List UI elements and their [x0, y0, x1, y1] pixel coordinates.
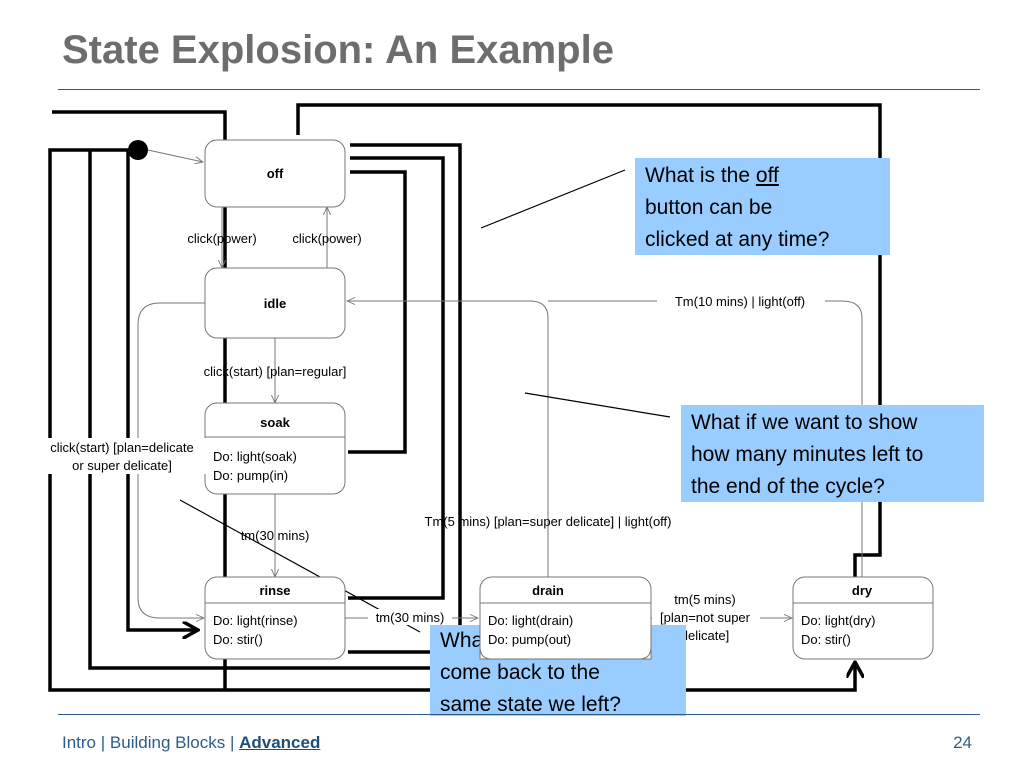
- state-off: off: [204, 139, 346, 208]
- footer-divider: [58, 714, 980, 715]
- dry-to-idle-edge: [548, 300, 863, 577]
- callout-off-button-text-2: button can be: [645, 196, 773, 219]
- label-dry-to-idle: Tm(10 mins) | light(off): [675, 294, 805, 309]
- callout-come-back-text-3: same state we left?: [440, 693, 621, 716]
- label-idle-to-rinse-line1: click(start) [plan=delicate: [50, 440, 193, 455]
- state-drain-name: drain: [532, 583, 564, 598]
- state-idle-name: idle: [264, 296, 286, 311]
- callout-off-button-text-1: What is the: [645, 164, 756, 187]
- slide-title: State Explosion: An Example: [62, 28, 614, 72]
- rinse-entry-edge: [126, 150, 198, 630]
- outer-left-loop-edge: [52, 110, 227, 690]
- footer-link-intro[interactable]: Intro: [62, 733, 97, 752]
- soak-activity-1: Do: light(soak): [213, 449, 297, 464]
- callout-come-back-text-2: come back to the: [440, 661, 600, 684]
- state-off-name: off: [267, 166, 284, 181]
- callout-minutes-left-text-2: how many minutes left to: [691, 443, 924, 466]
- label-rinse-to-drain: tm(30 mins): [376, 610, 445, 625]
- callout-off-button-text-3: clicked at any time?: [645, 228, 830, 251]
- rinse-return-edge: [348, 156, 445, 600]
- callout-minutes-left-text-1: What if we want to show: [691, 411, 918, 434]
- thick-off-transitions: [48, 103, 882, 692]
- soak-to-off-edge: [348, 170, 407, 454]
- state-soak: soak Do: light(soak) Do: pump(in): [204, 402, 346, 495]
- label-idle-to-off: click(power): [292, 231, 361, 246]
- initial-to-dry-edge: [48, 148, 855, 692]
- rinse-activity-1: Do: light(rinse): [213, 613, 298, 628]
- page-number: 24: [953, 733, 972, 752]
- footer-separator-2: |: [229, 733, 235, 752]
- state-dry: dry Do: light(dry) Do: stir(): [792, 576, 934, 660]
- state-soak-name: soak: [260, 415, 290, 430]
- callout-minutes-left-text-3: the end of the cycle?: [691, 475, 885, 498]
- label-drain-to-dry-line1: tm(5 mins): [674, 592, 735, 607]
- soak-activity-2: Do: pump(in): [213, 468, 288, 483]
- rinse-to-off-edge: [348, 143, 462, 654]
- footer-separator-1: |: [100, 733, 106, 752]
- footer-link-advanced[interactable]: Advanced: [239, 733, 321, 752]
- dry-activity-2: Do: stir(): [801, 632, 851, 647]
- label-idle-to-soak: click(start) [plan=regular]: [204, 364, 347, 379]
- label-soak-to-rinse: tm(30 mins): [241, 528, 310, 543]
- state-rinse: rinse Do: light(rinse) Do: stir(): [204, 576, 346, 660]
- drain-loop-edge: [88, 150, 550, 670]
- dry-to-off-edge: [296, 103, 882, 580]
- drain-to-idle-edge: [347, 301, 549, 577]
- state-dry-name: dry: [852, 583, 873, 598]
- callout-come-back: What if we want to come back to the same…: [430, 625, 686, 716]
- rinse-activity-2: Do: stir(): [213, 632, 263, 647]
- label-drain-to-dry-line3: delicate]: [681, 628, 729, 643]
- initial-to-off-edge: [147, 149, 203, 162]
- dry-activity-1: Do: light(dry): [801, 613, 875, 628]
- footer-nav: Intro | Building Blocks | Advanced: [62, 733, 320, 753]
- state-idle: idle: [204, 267, 346, 339]
- transition-labels: click(power) click(power) click(start) […: [36, 231, 825, 646]
- label-idle-to-rinse-line2: or super delicate]: [72, 458, 172, 473]
- state-rinse-name: rinse: [259, 583, 290, 598]
- callout-come-back-text-1: What if we want to: [440, 629, 612, 652]
- label-off-to-idle: click(power): [187, 231, 256, 246]
- callout-minutes-left: What if we want to show how many minutes…: [681, 405, 984, 502]
- callout-off-button-off-word: off: [755, 164, 779, 187]
- footer-link-building-blocks[interactable]: Building Blocks: [109, 733, 226, 752]
- label-drain-to-dry-line2: [plan=not super: [660, 610, 751, 625]
- label-drain-to-idle: Tm(5 mins) [plan=super delicate] | light…: [425, 514, 672, 529]
- title-divider: [58, 89, 980, 90]
- initial-state-dot: [128, 140, 148, 160]
- callout-off-button: What is the off button can be clicked at…: [635, 158, 890, 255]
